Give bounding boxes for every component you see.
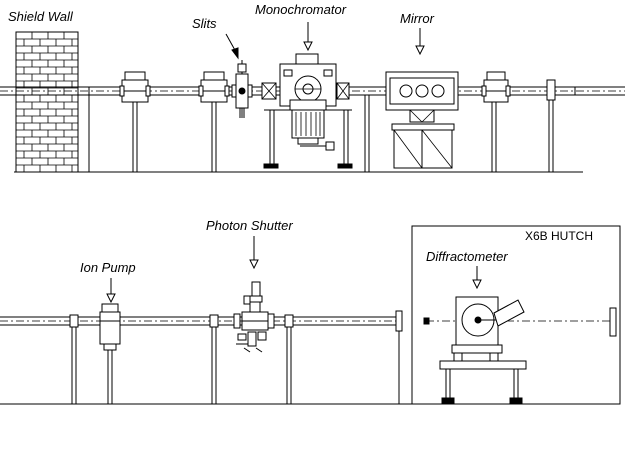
top-ion-pump-1 [119,71,151,103]
beam-pipe-bottom [0,316,612,326]
label-hutch: X6B HUTCH [525,229,593,243]
diffractometer [439,296,527,405]
label-shield-wall: Shield Wall [8,9,74,24]
top-ion-pump-3 [481,71,511,103]
label-photon-shutter: Photon Shutter [206,218,293,233]
top-stands [88,79,576,172]
label-monochromator: Monochromator [255,2,347,17]
shield-wall [15,31,79,173]
pointer-arrows [106,22,482,304]
bellows-2 [336,82,350,100]
label-mirror: Mirror [400,11,435,26]
mirror-assembly [385,71,459,169]
monochromator [263,53,353,169]
slits-assembly [231,60,253,118]
photon-shutter [233,281,275,353]
ion-pump-bottom [99,303,121,404]
bottom-stands [69,314,294,404]
label-diffractometer: Diffractometer [426,249,508,264]
bellows-1 [261,82,277,100]
label-ion-pump: Ion Pump [80,260,136,275]
top-ion-pump-2 [198,71,230,103]
label-slits: Slits [192,16,217,31]
